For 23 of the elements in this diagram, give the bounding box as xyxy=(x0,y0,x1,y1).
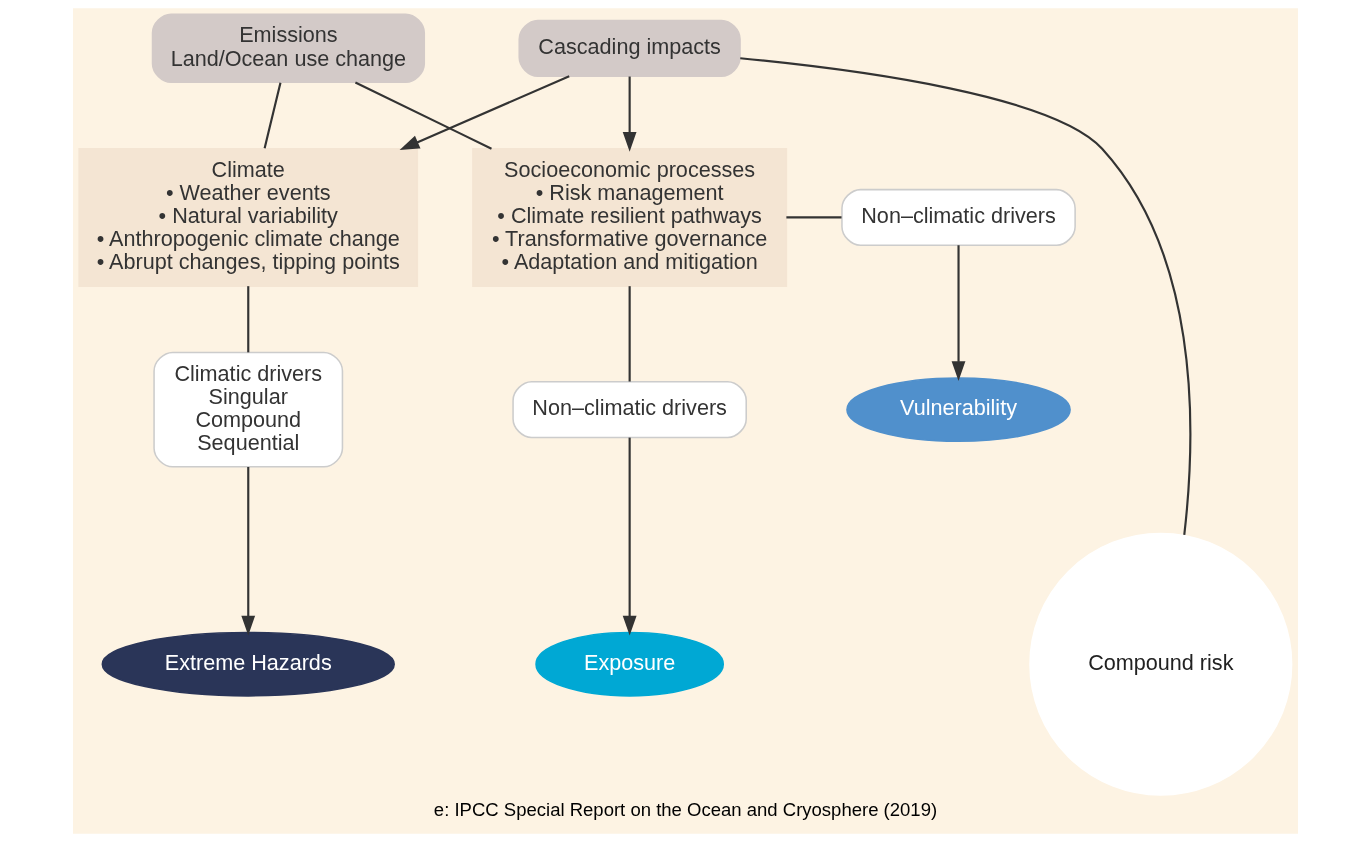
connector xyxy=(628,286,631,382)
node-box: Climatic drivers Singular Compound Sequential xyxy=(153,351,344,468)
node-box: Climate • Weather events • Natural variability • Anthropogenic climate change • Abrupt changes, tipping points xyxy=(78,147,419,287)
arrow xyxy=(951,245,966,381)
node-ellipse: Exposure xyxy=(535,631,724,697)
node-box: Non–climatic drivers xyxy=(512,381,747,439)
connector xyxy=(786,216,842,219)
node-box: Emissions Land/Ocean use change xyxy=(151,13,426,84)
connector xyxy=(740,57,1192,536)
caption: e: IPCC Special Report on the Ocean and Cryosphere (2019) xyxy=(433,799,938,821)
connector xyxy=(263,82,282,149)
node-circle: Compound risk xyxy=(1029,532,1293,796)
arrow xyxy=(399,75,570,150)
node-box: Non–climatic drivers xyxy=(841,188,1076,246)
node-ellipse: Vulnerability xyxy=(846,377,1071,443)
arrow xyxy=(622,76,637,152)
connector xyxy=(247,286,250,353)
connector xyxy=(354,81,492,150)
node-ellipse: Extreme Hazards xyxy=(101,631,395,697)
node-box: Socioeconomic processes • Risk management • Climate resilient pathways • Transformative governance • Adaptation and mitigation xyxy=(472,147,788,287)
node-box: Cascading impacts xyxy=(518,19,741,77)
arrow xyxy=(622,437,637,636)
arrow xyxy=(241,467,256,636)
